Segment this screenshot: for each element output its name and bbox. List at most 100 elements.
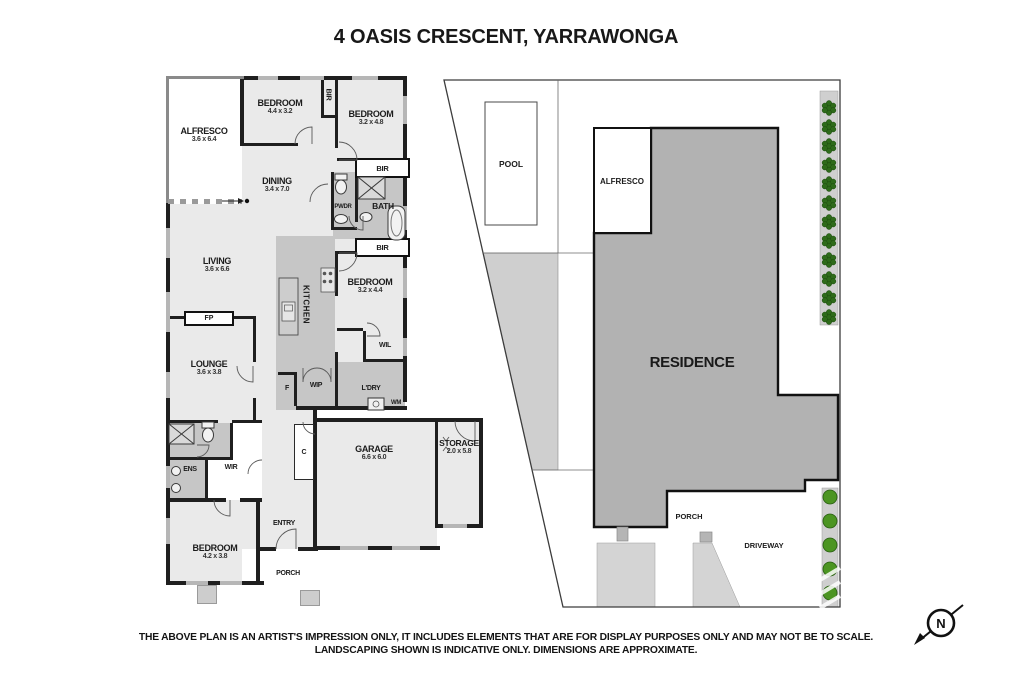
window-marker	[392, 546, 420, 550]
door-arc	[196, 126, 476, 550]
wall-segment	[331, 172, 334, 230]
compass-icon: N	[914, 604, 964, 645]
alfresco-wall	[166, 76, 244, 79]
room-label-dining: DINING 3.4 x 7.0	[262, 176, 292, 193]
window-marker	[220, 581, 242, 585]
kitchen-bench-icon	[278, 267, 336, 336]
garage-area	[316, 421, 437, 546]
porch-pillar	[300, 590, 320, 606]
site-plan: POOL ALFRESCO RESIDENCE PORCH DRIVEWAY	[443, 79, 842, 610]
pool-outline	[484, 101, 538, 226]
landscape-patch	[482, 252, 559, 471]
room-label-master-bedroom: BEDROOM 4.2 x 3.8	[192, 543, 238, 560]
window-marker	[443, 524, 467, 528]
room-label-bedroom2: BEDROOM 4.4 x 3.2	[257, 98, 303, 115]
disclaimer-line1: THE ABOVE PLAN IS AN ARTIST'S IMPRESSION…	[138, 632, 874, 643]
porch-step	[197, 585, 217, 604]
alfresco-area	[166, 76, 242, 203]
room-label-wip: WIP	[309, 382, 323, 389]
window-marker	[300, 76, 324, 80]
bathtub-icon	[387, 205, 406, 241]
wall-segment	[240, 498, 262, 502]
room-label-garage: GARAGE 6.6 x 6.0	[355, 444, 393, 461]
wall-segment	[278, 372, 294, 375]
wall-segment	[166, 498, 226, 502]
bush-icon	[822, 489, 838, 601]
room-label-bedroom4: BEDROOM 3.2 x 4.4	[347, 277, 393, 294]
house-left-area	[168, 203, 242, 583]
window-marker	[186, 581, 208, 585]
fp-label: FP	[204, 315, 214, 322]
bir-box-bottom: BIR	[355, 238, 410, 257]
wall-segment	[313, 410, 317, 550]
window-marker	[166, 372, 170, 398]
room-label-bir-vertical: BIR	[324, 88, 334, 101]
site-label-pool: POOL	[499, 159, 523, 169]
room-label-bedroom3: BEDROOM 3.2 x 4.8	[348, 109, 394, 126]
page-title: 4 OASIS CRESCENT, YARRAWONGA	[333, 26, 679, 48]
site-label-residence: RESIDENCE	[650, 354, 735, 371]
wall-segment	[337, 158, 357, 161]
toilet-icon	[201, 173, 348, 443]
room-label-kitchen: KITCHEN	[301, 284, 311, 325]
path-strip	[692, 542, 741, 608]
wall-segment	[321, 115, 338, 118]
site-label-driveway: DRIVEWAY	[744, 541, 783, 550]
room-label-ens: ENS	[183, 466, 197, 473]
wall-segment	[355, 172, 358, 222]
room-label-pwdr: PWDR	[334, 204, 352, 210]
slider-direction-arrow	[222, 198, 250, 204]
sliding-door	[168, 199, 242, 204]
shower-icon	[168, 176, 386, 445]
wall-segment	[335, 118, 338, 148]
site-alfresco-outline	[593, 127, 652, 234]
floorplan-symbols-layer	[168, 126, 476, 550]
wall-segment	[363, 331, 366, 362]
lot-boundary	[443, 79, 841, 608]
bir-label: BIR	[376, 163, 389, 173]
cupboard-box: C	[294, 424, 314, 480]
room-label-bath: BATH	[372, 201, 394, 211]
wall-segment	[253, 398, 256, 423]
site-divider-line	[483, 80, 594, 471]
wall-segment	[253, 316, 256, 362]
wall-segment	[168, 457, 230, 460]
wall-segment	[363, 359, 405, 362]
washing-machine-icon	[367, 397, 385, 411]
wall-segment	[331, 227, 357, 230]
wall-segment	[298, 547, 318, 551]
wall-segment	[294, 372, 297, 406]
window-marker	[166, 466, 170, 488]
window-marker	[403, 96, 407, 124]
wall-segment	[296, 406, 407, 410]
site-label-porch: PORCH	[675, 512, 702, 521]
wall-segment	[321, 80, 324, 118]
driveway-crossing-hatch	[818, 566, 842, 610]
wall-segment	[256, 500, 260, 585]
site-porch-pillar	[699, 531, 713, 543]
wall-segment	[240, 143, 298, 146]
wil-area	[365, 333, 405, 362]
room-label-entry: ENTRY	[273, 520, 295, 527]
site-porch-pillar	[616, 526, 629, 542]
basin-icon	[171, 212, 373, 493]
wall-segment	[335, 251, 338, 296]
alfresco-wall	[166, 76, 169, 203]
wall-segment	[435, 421, 438, 526]
wall-segment	[337, 251, 355, 254]
room-label-wm: WM	[390, 400, 402, 406]
fireplace-box: FP	[184, 311, 234, 326]
wall-segment	[316, 546, 440, 550]
wall-segment	[335, 80, 338, 118]
window-marker	[403, 338, 407, 356]
wall-segment	[479, 418, 483, 528]
window-marker	[166, 228, 170, 258]
window-marker	[258, 76, 278, 80]
wall-segment	[335, 352, 338, 410]
site-label-alfresco: ALFRESCO	[600, 177, 644, 186]
window-marker	[166, 292, 170, 332]
wall-segment	[230, 423, 233, 460]
disclaimer: THE ABOVE PLAN IS AN ARTIST'S IMPRESSION…	[0, 631, 1012, 657]
room-label-wil: WIL	[379, 342, 391, 349]
